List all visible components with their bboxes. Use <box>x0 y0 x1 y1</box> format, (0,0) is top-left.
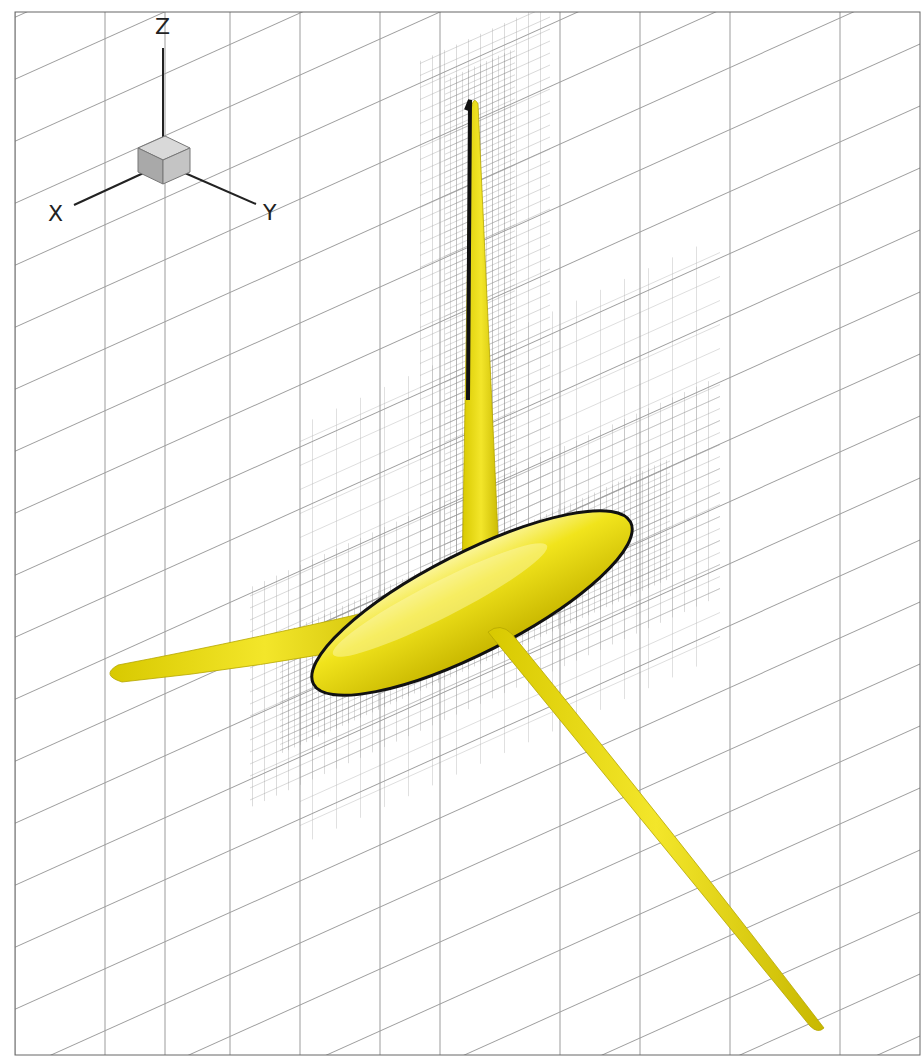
grid-line <box>15 779 920 1055</box>
axis-label: Z <box>155 16 170 38</box>
grid-line <box>379 12 380 1055</box>
grid-line <box>15 717 920 1055</box>
axis-label: Y <box>263 202 276 224</box>
grid-line <box>839 12 840 1055</box>
grid-line <box>299 12 300 1055</box>
grid-line <box>439 12 440 1055</box>
grid-line <box>15 841 920 1055</box>
grid-line <box>729 12 730 1055</box>
axis-label: X <box>48 203 63 225</box>
grid-line <box>639 12 640 1055</box>
grid-line <box>15 1027 920 1055</box>
grid-line <box>15 35 920 458</box>
grid-line <box>104 12 105 1055</box>
grid-line <box>15 12 920 86</box>
grid-line <box>15 12 920 148</box>
